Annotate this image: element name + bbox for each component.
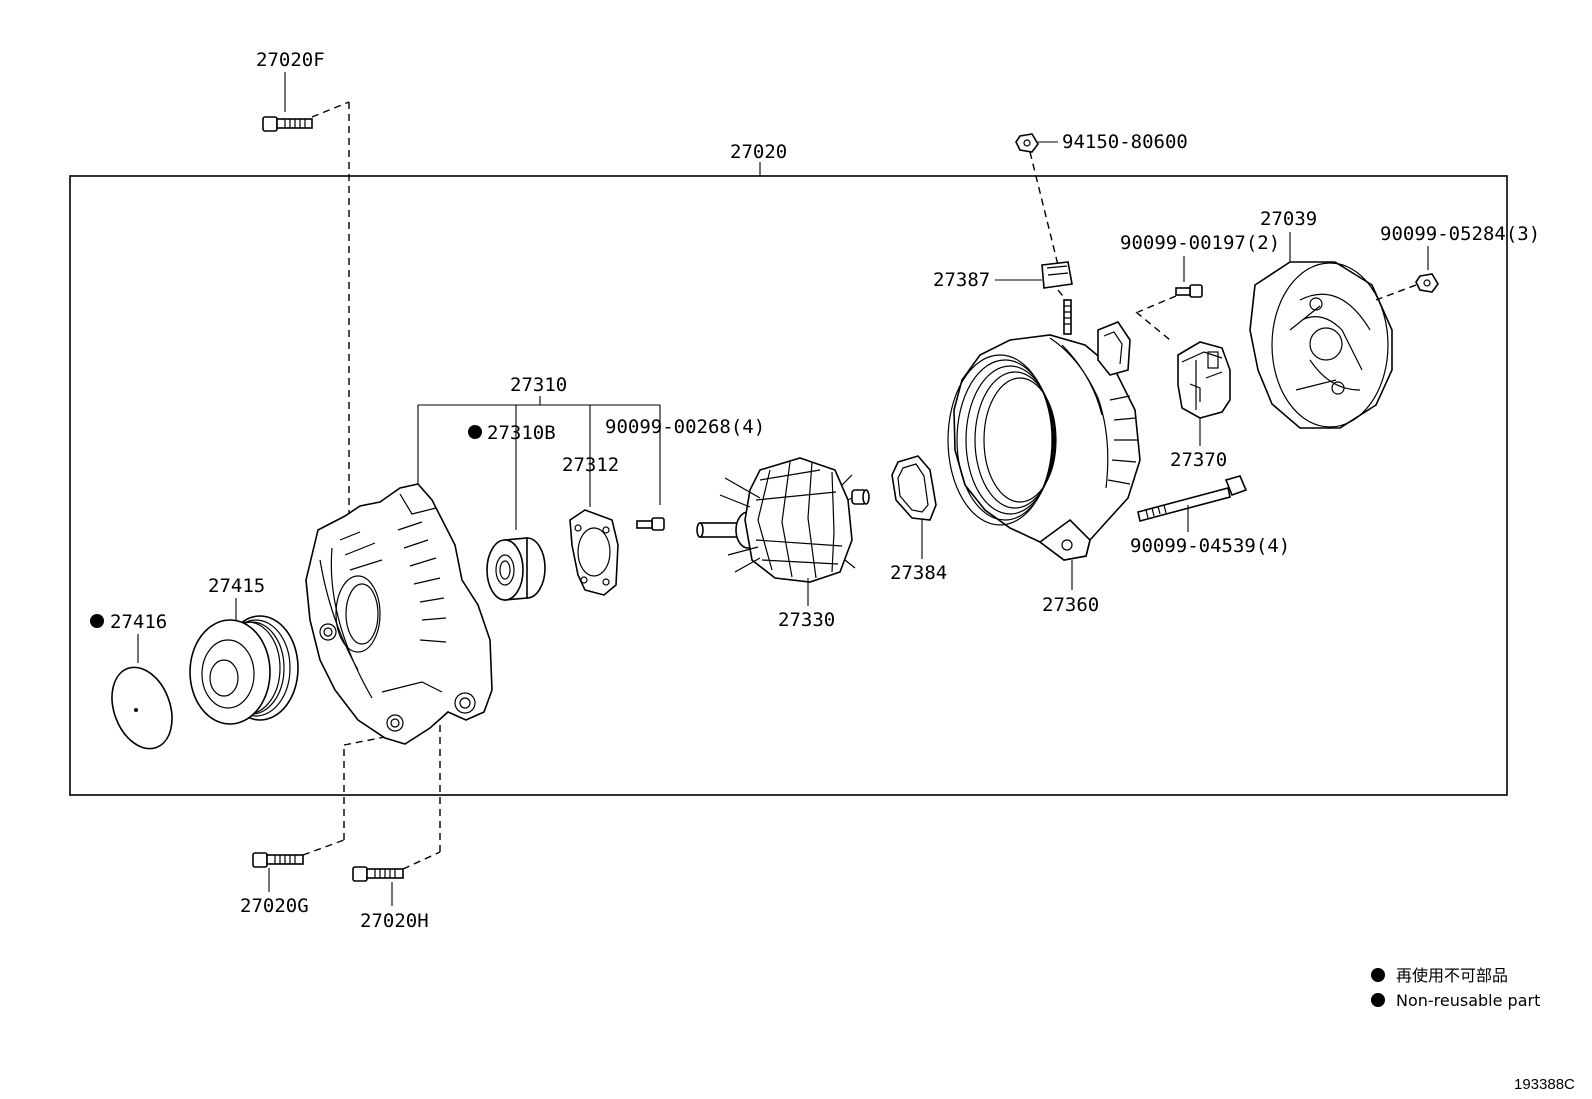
legend-japanese: 再使用不可部品 xyxy=(1396,966,1508,985)
non-reusable-dot-27310B xyxy=(468,425,482,439)
pulley-27415[interactable] xyxy=(189,615,299,725)
label-90099-00197: 90099-00197(2) xyxy=(1120,232,1280,254)
legend-english: Non-reusable part xyxy=(1396,991,1540,1010)
non-reusable-dot-27416 xyxy=(90,614,104,628)
label-27415: 27415 xyxy=(208,575,265,597)
bolt-27020F[interactable] xyxy=(262,116,313,132)
legend-dot-en xyxy=(1371,993,1385,1007)
rear-cover-27039[interactable] xyxy=(1249,261,1393,429)
cap-27416[interactable] xyxy=(101,659,182,757)
label-27020G: 27020G xyxy=(240,895,309,917)
bolt-27020H[interactable] xyxy=(352,866,404,882)
label-27020: 27020 xyxy=(730,141,787,163)
label-27416: 27416 xyxy=(110,611,167,633)
label-27310: 27310 xyxy=(510,374,567,396)
drive-end-frame[interactable] xyxy=(305,483,493,745)
label-90099-05284: 90099-05284(3) xyxy=(1380,223,1540,245)
label-27370: 27370 xyxy=(1170,449,1227,471)
label-27384: 27384 xyxy=(890,562,947,584)
label-27039: 27039 xyxy=(1260,208,1317,230)
nut-94150-80600[interactable] xyxy=(1015,133,1039,153)
label-27312: 27312 xyxy=(562,454,619,476)
through-bolt-90099-04539[interactable] xyxy=(1137,475,1248,522)
nut-90099-05284[interactable] xyxy=(1415,273,1439,293)
label-27330: 27330 xyxy=(778,609,835,631)
label-94150-80600: 94150-80600 xyxy=(1062,131,1188,153)
bearing-27310B[interactable] xyxy=(486,537,546,601)
drawing-code: 193388C xyxy=(1514,1076,1575,1093)
label-27020H: 27020H xyxy=(360,910,429,932)
label-27020F: 27020F xyxy=(256,49,325,71)
bolt-27020G[interactable] xyxy=(252,852,304,868)
label-90099-00268: 90099-00268(4) xyxy=(605,416,765,438)
legend-dot-ja xyxy=(1371,968,1385,982)
regulator-27370[interactable] xyxy=(1177,341,1231,419)
label-27360: 27360 xyxy=(1042,594,1099,616)
gasket-27384[interactable] xyxy=(891,455,937,521)
label-27387: 27387 xyxy=(933,269,990,291)
label-27310B: 27310B xyxy=(487,422,556,444)
assembly-frame xyxy=(69,175,1508,796)
screw-90099-00268[interactable] xyxy=(636,517,665,531)
label-90099-04539: 90099-04539(4) xyxy=(1130,535,1290,557)
retainer-plate-27312[interactable] xyxy=(569,509,619,596)
insulator-27387[interactable] xyxy=(1041,261,1073,289)
stator-housing-27360[interactable] xyxy=(947,299,1141,561)
screw-90099-00197[interactable] xyxy=(1175,284,1203,298)
rotor-27330[interactable] xyxy=(696,457,870,583)
